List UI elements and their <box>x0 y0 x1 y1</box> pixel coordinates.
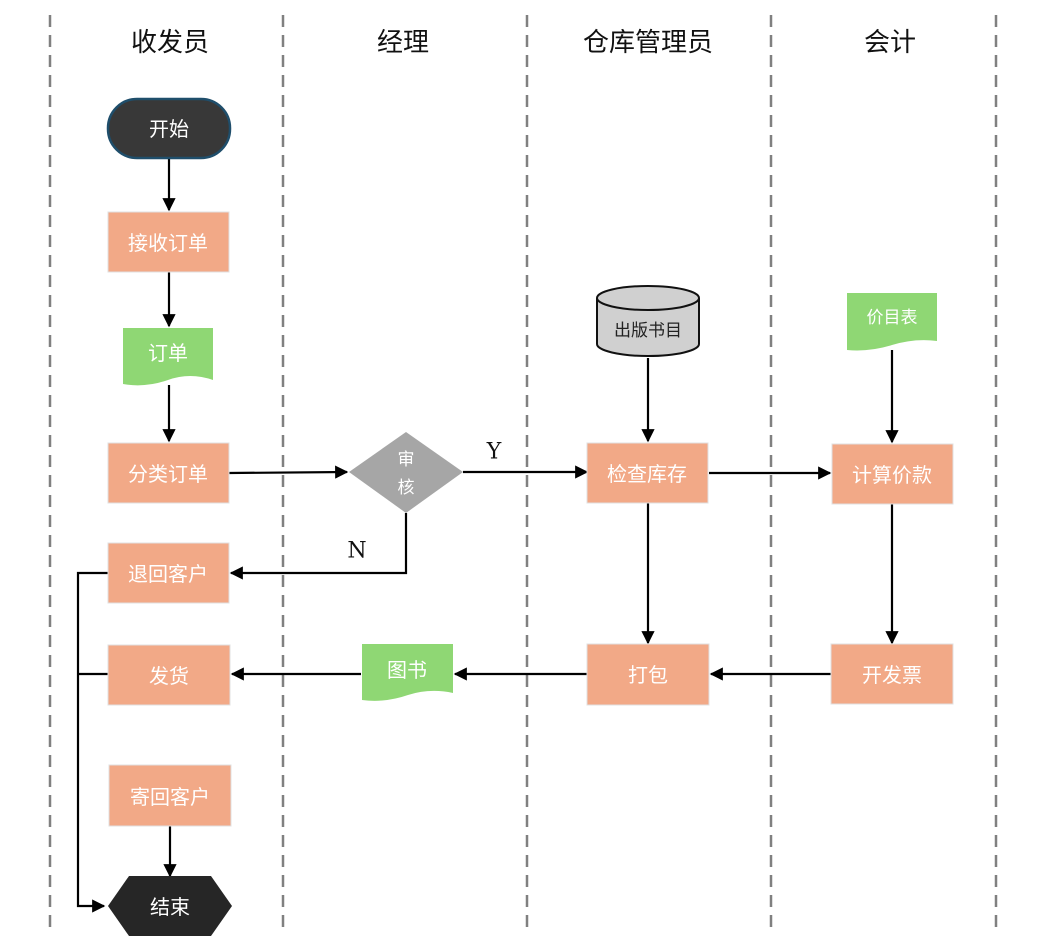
edge-classify-review <box>228 465 349 479</box>
node-catalog-db-label: 出版书目 <box>614 321 682 341</box>
lane-title-manager: 经理 <box>377 28 429 58</box>
node-mail-back[interactable]: 寄回客户 <box>108 764 232 827</box>
lane-title-warehouse: 仓库管理员 <box>583 28 713 58</box>
node-ship[interactable]: 发货 <box>107 644 231 706</box>
node-return-customer-label: 退回客户 <box>128 562 208 586</box>
node-price-list-label: 价目表 <box>867 308 918 328</box>
node-pack[interactable]: 打包 <box>586 643 710 706</box>
node-invoice-label: 开发票 <box>862 663 922 687</box>
edge-review-return-no <box>229 513 408 580</box>
node-end-label: 结束 <box>150 895 190 919</box>
node-classify-order[interactable]: 分类订单 <box>107 442 230 504</box>
node-order-doc[interactable]: 订单 <box>123 328 213 386</box>
lane-title-clerk: 收发员 <box>131 28 209 58</box>
node-receive-order[interactable]: 接收订单 <box>107 211 230 273</box>
node-books-doc[interactable]: 图书 <box>362 644 453 701</box>
node-end[interactable]: 结束 <box>108 876 232 936</box>
node-calc-price[interactable]: 计算价款 <box>831 443 954 505</box>
node-ship-label: 发货 <box>149 664 189 688</box>
lane-title-accountant: 会计 <box>864 28 916 58</box>
edge-label-no: N <box>347 539 366 564</box>
node-check-stock[interactable]: 检查库存 <box>586 442 709 504</box>
node-classify-order-label: 分类订单 <box>128 462 208 486</box>
node-books-doc-label: 图书 <box>387 658 427 682</box>
node-receive-order-label: 接收订单 <box>128 231 208 255</box>
edge-return-ship-end <box>76 571 108 913</box>
edge-label-yes: Y <box>486 440 502 465</box>
node-pack-label: 打包 <box>628 663 668 687</box>
node-calc-price-label: 计算价款 <box>852 463 932 487</box>
node-invoice[interactable]: 开发票 <box>830 643 954 705</box>
node-start[interactable]: 开始 <box>106 97 232 160</box>
node-price-list[interactable]: 价目表 <box>847 293 937 351</box>
node-review-label-line2: 核 <box>398 478 415 498</box>
node-return-customer[interactable]: 退回客户 <box>107 542 230 604</box>
node-order-doc-label: 订单 <box>148 341 188 365</box>
node-start-label: 开始 <box>149 117 189 141</box>
node-catalog-db[interactable]: 出版书目 <box>596 285 700 357</box>
node-mail-back-label: 寄回客户 <box>130 785 210 809</box>
node-check-stock-label: 检查库存 <box>607 462 687 486</box>
node-review-decision[interactable]: 审 核 <box>349 432 463 513</box>
node-review-label-line1: 审 <box>398 450 415 470</box>
